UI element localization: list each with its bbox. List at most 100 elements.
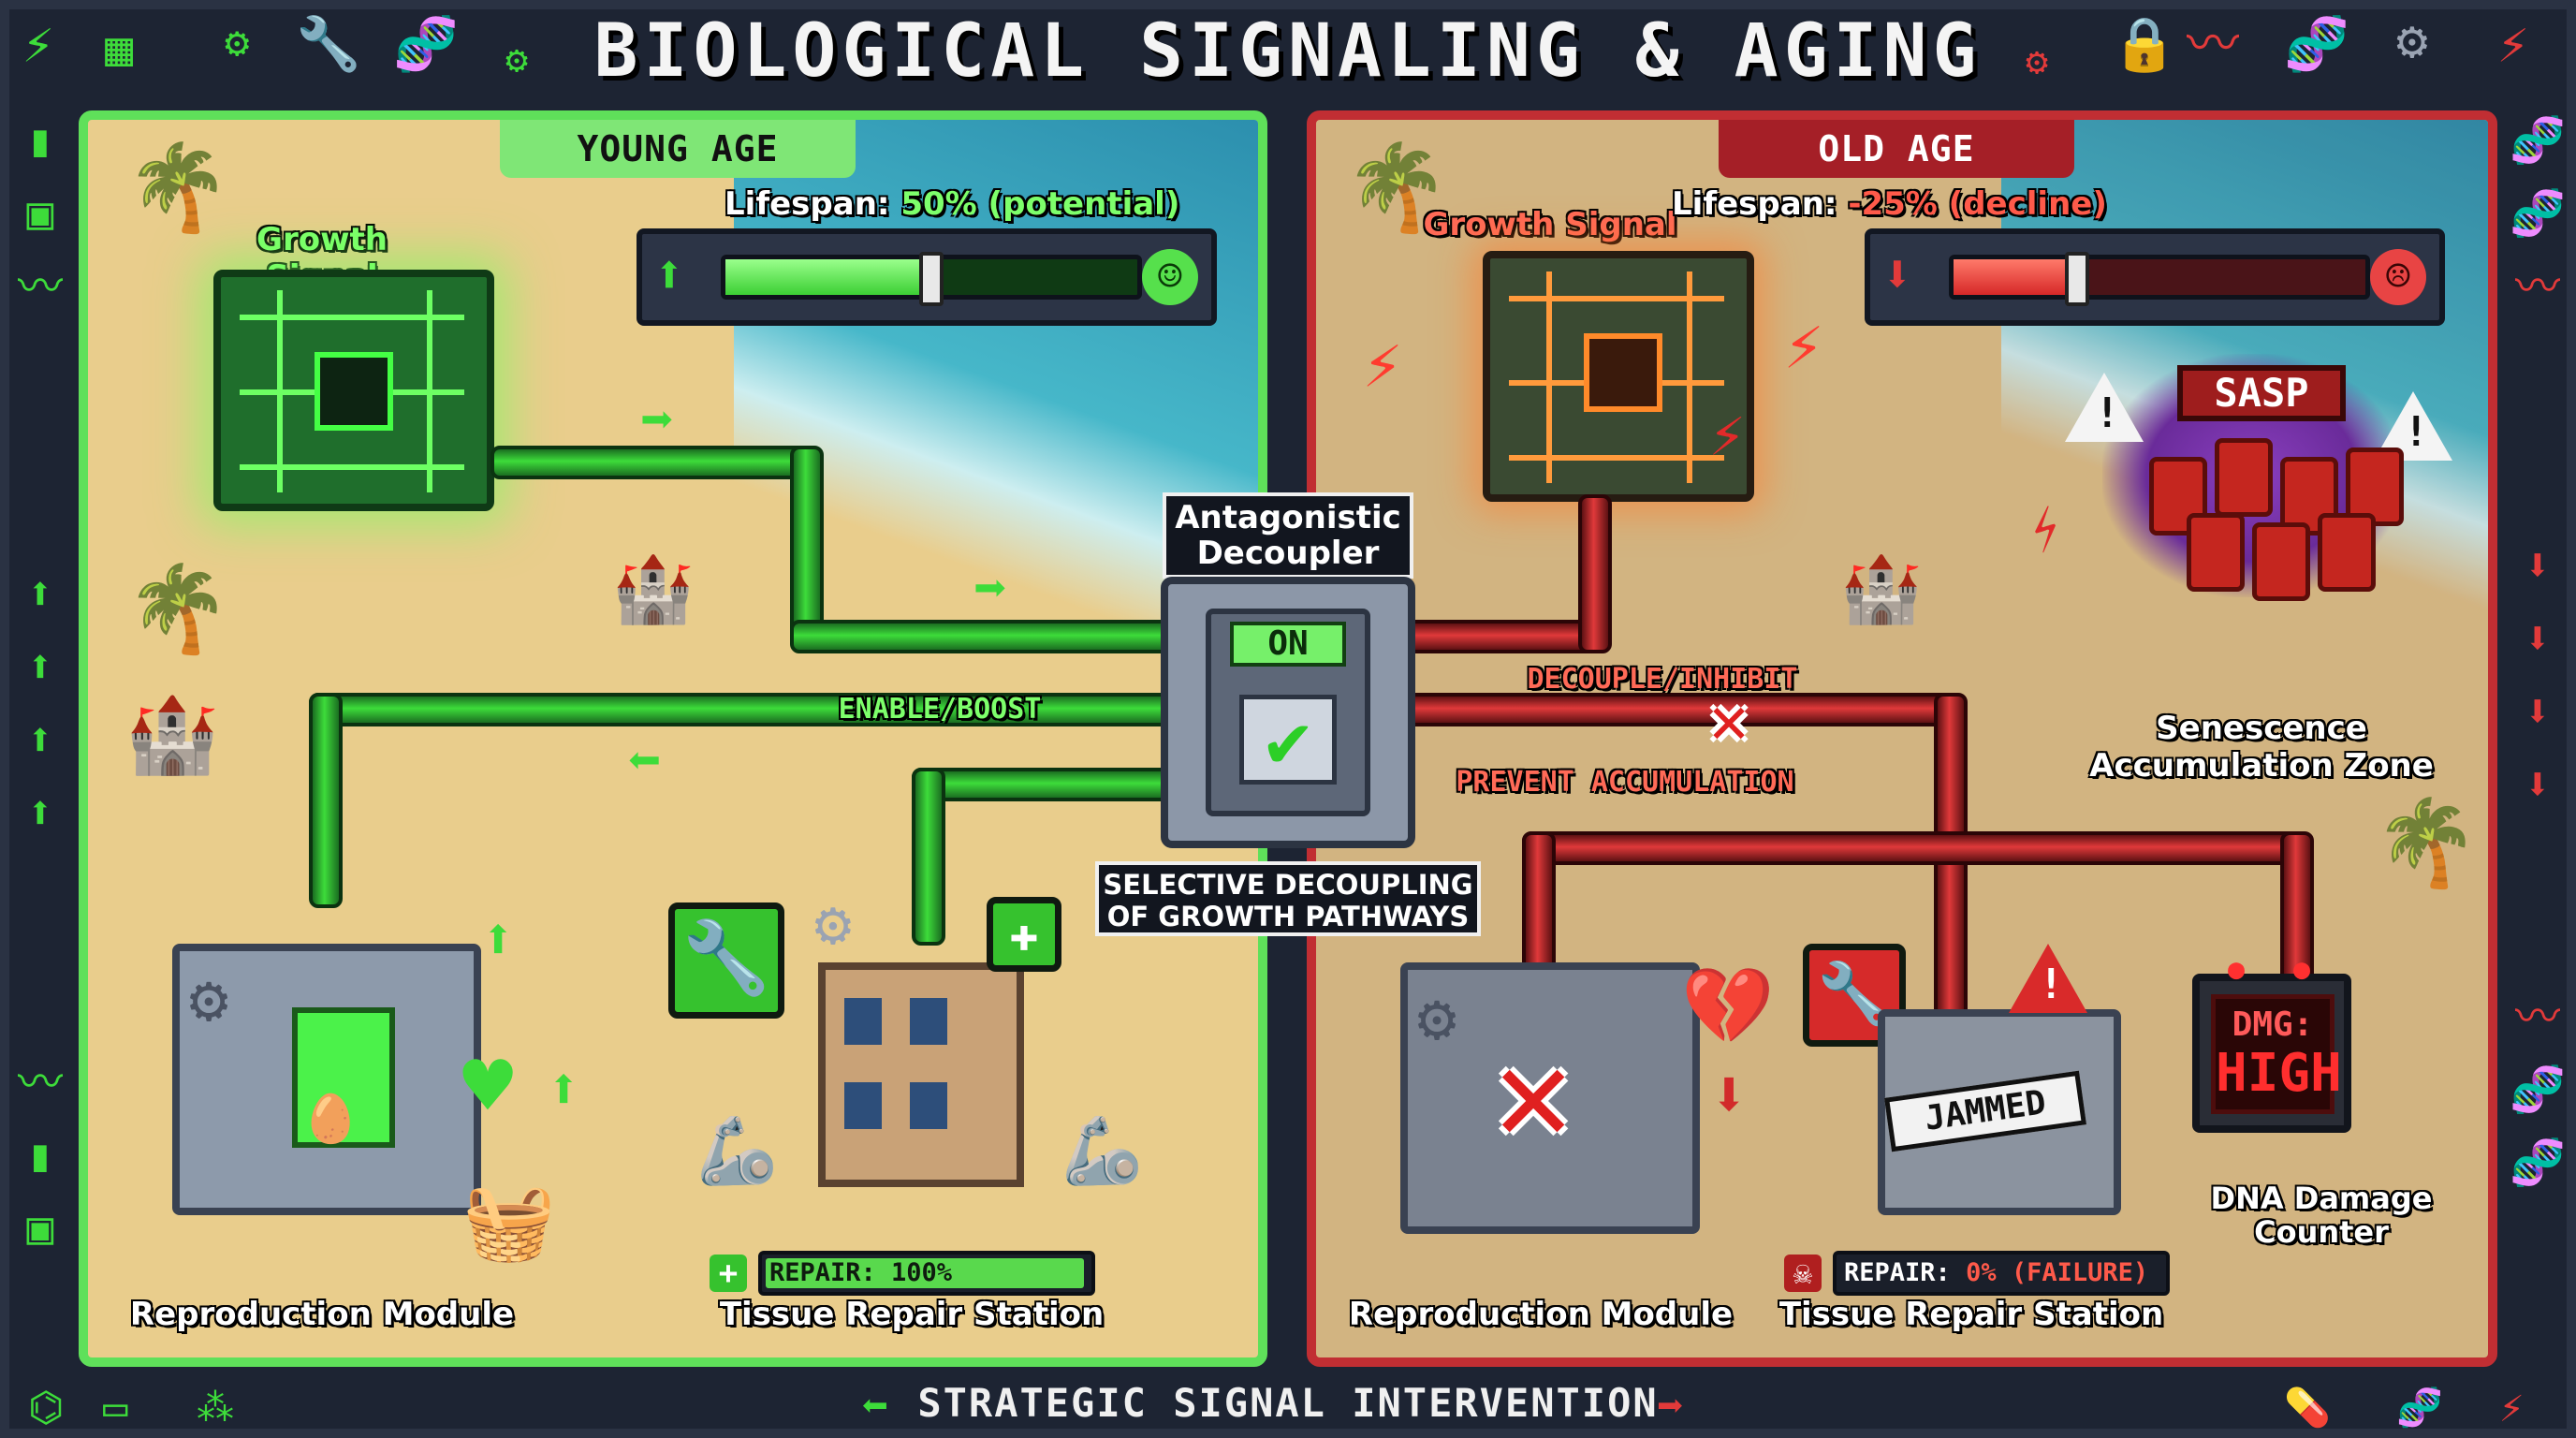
down-arrow-icon: ⬇ — [2524, 685, 2552, 738]
alarm-light-icon: ● — [2228, 953, 2246, 986]
wrench-sign-icon: 🔧 — [1803, 944, 1906, 1047]
repair-pipe — [912, 768, 945, 946]
wrench-icon: 🔧 — [296, 14, 361, 75]
title-bar: ⚡ ▦ ⚙ 🔧 🧬 ⚙ BIOLOGICAL SIGNALING & AGING… — [0, 0, 2576, 101]
pulse-icon: 〰 — [17, 1056, 63, 1108]
dna-icon: 🧬 — [2510, 114, 2566, 167]
old-lifespan-slider-knob[interactable] — [2065, 252, 2089, 306]
senescence-label: Senescence Accumulation Zone — [2089, 710, 2434, 785]
dna-icon: 🧬 — [393, 14, 459, 75]
footer-bar: ⌬ ▭ ⁂ ⬅ STRATEGIC SIGNAL INTERVENTION ➡ … — [0, 1376, 2576, 1438]
repair-pipe — [912, 768, 1202, 801]
palm-tree-icon: 🌴 — [125, 139, 231, 237]
pulse-icon: 〰 — [2514, 260, 2560, 313]
dmg-label: DMG: — [2232, 1005, 2314, 1044]
growth-pipe — [790, 620, 1202, 653]
warning-icon: ! — [2009, 944, 2087, 1013]
gear-icon: ⚙ — [2026, 40, 2049, 83]
footer-title: STRATEGIC SIGNAL INTERVENTION — [917, 1380, 1659, 1426]
right-arrow-icon: ➡ — [640, 388, 675, 453]
up-arrow-icon: ⬆ — [26, 567, 54, 620]
old-reproduction-module[interactable]: ⚙ — [1400, 962, 1700, 1234]
young-lifespan-meter[interactable]: ⬆ ☺ — [637, 228, 1217, 326]
egg-basket-icon: 🧺 — [462, 1178, 556, 1265]
palm-tree-icon: 🌴 — [1344, 139, 1450, 237]
sandcastle-icon: 🏰 — [612, 550, 695, 627]
toxic-barrel — [2215, 438, 2273, 517]
lightning-icon: ⚡ — [1784, 307, 1824, 384]
down-arrow-icon: ⬇ — [2524, 758, 2552, 811]
up-arrow-icon: ⬆ — [481, 906, 516, 972]
page-title: BIOLOGICAL SIGNALING & AGING — [593, 9, 1983, 94]
old-age-tab[interactable]: OLD AGE — [1719, 120, 2074, 178]
battery-icon: ▮ — [26, 1129, 54, 1181]
antagonistic-decoupler[interactable]: ON ✔ — [1161, 577, 1415, 848]
checkmark-icon[interactable]: ✔ — [1239, 695, 1337, 785]
enable-pipe — [309, 693, 1202, 726]
young-growth-signal-chip[interactable] — [213, 270, 494, 511]
failure-x-icon: ✕ — [1494, 1019, 1573, 1171]
pulse-icon: 〰 — [2514, 990, 2560, 1043]
young-reproduction-label: Reproduction Module — [129, 1296, 515, 1333]
decoupler-callout: SELECTIVE DECOUPLING OF GROWTH PATHWAYS — [1095, 861, 1481, 936]
down-arrow-icon: ⬇ — [2524, 612, 2552, 665]
pill-icon: 💊 — [2284, 1387, 2331, 1430]
young-repair-bar: REPAIR: 100% — [758, 1251, 1095, 1296]
sad-face-icon: ☹ — [2370, 249, 2426, 305]
dna-icon: 🧬 — [2396, 1387, 2443, 1430]
up-arrow-icon: ⬆ — [26, 640, 54, 693]
dna-damage-label: DNA Damage Counter — [2210, 1181, 2433, 1250]
old-age-panel: OLD AGE 🌴 🌴 🏰 Growth Signal ⚡ ⚡ Lifespan… — [1307, 110, 2497, 1367]
enable-boost-label: ENABLE/BOOST — [838, 693, 1042, 726]
circuit-board-icon: ▦ — [105, 22, 134, 76]
young-lifespan-track — [721, 252, 1142, 306]
right-side-hud: 🧬 🧬 〰 ⬇ ⬇ ⬇ ⬇ 〰 🧬 🧬 — [2505, 112, 2570, 1208]
gear-icon: ⚙ — [189, 961, 229, 1037]
repair-pipe — [1934, 693, 1968, 1058]
up-arrow-icon: ⬆ — [547, 1056, 581, 1122]
up-arrow-icon: ⬆ — [26, 786, 54, 839]
decouple-inhibit-label: DECOUPLE/INHIBIT — [1527, 663, 1798, 696]
up-arrow-icon: ⬆ — [653, 244, 685, 305]
chip-icon: ▣ — [26, 187, 54, 240]
left-arrow-icon: ⬅ — [627, 728, 662, 794]
old-growth-signal-label: Growth Signal — [1423, 206, 1677, 243]
old-lifespan-meter[interactable]: ⬇ ☹ — [1865, 228, 2445, 326]
old-growth-signal-chip[interactable] — [1483, 251, 1754, 502]
sandcastle-icon: 🏰 — [125, 691, 219, 778]
robot-arm-icon: 🦾 — [1061, 1112, 1144, 1189]
old-tissue-label: Tissue Repair Station — [1778, 1296, 2164, 1333]
circuit-icon: ⌬ — [28, 1384, 65, 1431]
down-arrow-icon: ⬇ — [1881, 244, 1913, 305]
young-lifespan-fill — [725, 259, 931, 295]
right-arrow-icon: ➡ — [973, 556, 1008, 622]
skull-icon: ☠ — [1784, 1255, 1822, 1292]
down-arrow-icon: ⬇ — [1709, 1056, 1749, 1133]
dna-icon: 🧬 — [2284, 14, 2349, 75]
right-arrow-icon[interactable]: ➡ — [1657, 1380, 1684, 1432]
palm-tree-icon: 🌴 — [125, 560, 231, 658]
warning-icon: ! — [2065, 373, 2144, 442]
growth-pipe — [1578, 494, 1612, 653]
old-lifespan-fill — [1954, 259, 2077, 295]
switch-on-indicator[interactable]: ON — [1230, 622, 1346, 667]
young-age-tab[interactable]: YOUNG AGE — [500, 120, 856, 178]
sandcastle-icon: 🏰 — [1840, 550, 1923, 627]
happy-face-icon: ☺ — [1142, 249, 1198, 305]
old-lifespan-label: Lifespan: -25% (decline) — [1672, 185, 2107, 223]
old-repair-bar: REPAIR: 0% (FAILURE) — [1833, 1251, 2170, 1296]
prevent-accumulation-label: PREVENT ACCUMULATION — [1456, 766, 1794, 799]
dna-icon: 🧬 — [2510, 187, 2566, 240]
gear-icon: ⚙ — [814, 888, 852, 960]
battery-icon: ▮ — [26, 114, 54, 167]
down-arrow-icon: ⬇ — [2524, 539, 2552, 592]
settings-gear-icon[interactable]: ⚙ — [2396, 10, 2428, 71]
young-tissue-repair-station[interactable] — [818, 962, 1024, 1187]
dna-damage-counter[interactable]: ● ● DMG: HIGH — [2192, 953, 2351, 1133]
up-arrow-icon: ⬆ — [26, 713, 54, 766]
young-lifespan-slider-knob[interactable] — [919, 252, 944, 306]
lock-icon: 🔒 — [2112, 14, 2177, 75]
molecule-icon: ⁂ — [197, 1387, 234, 1430]
young-reproduction-module[interactable]: 🥚 ⚙ — [172, 944, 481, 1215]
left-arrow-icon[interactable]: ⬅ — [861, 1380, 888, 1432]
